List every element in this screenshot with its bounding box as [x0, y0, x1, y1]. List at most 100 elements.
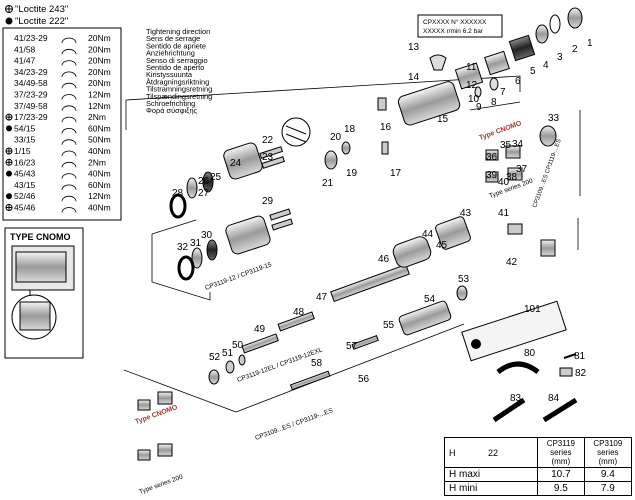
part-number: 13 [408, 42, 420, 53]
part-number: 83 [510, 393, 522, 404]
rotation-arrow-icon [61, 116, 77, 123]
series-label-cp3119-12-15: CP3119-12 / CP3119-15 [204, 261, 273, 292]
rotation-arrow-icon [61, 128, 77, 134]
part-number: 50 [232, 340, 244, 351]
rotation-arrow-icon [61, 71, 77, 77]
part-number: 82 [575, 368, 587, 379]
planetary-gears [169, 141, 351, 281]
part-number: 37 [516, 164, 528, 175]
torque-part: 45/43 [14, 169, 36, 179]
rotation-arrow-icon [61, 48, 77, 55]
part-number: 22 [262, 135, 274, 146]
cell-value: 7.9 [583, 481, 633, 496]
part-number: 6 [515, 76, 521, 87]
torque-value: 2Nm [88, 157, 106, 167]
part-number: 33 [548, 113, 560, 124]
part-number: 17 [390, 168, 402, 179]
part-number: 16 [380, 122, 392, 133]
part-number: 53 [458, 274, 470, 285]
part-number: 14 [408, 72, 420, 83]
dot-icon [6, 170, 12, 177]
nameplate-line2: XXXXX r/min 6.2 bar [423, 28, 484, 35]
series-label-es: CP3109...ES / CP3119-...ES [254, 407, 334, 442]
torque-value: 20Nm [88, 56, 111, 66]
part-101-label [461, 300, 567, 362]
rotation-arrow-icon [61, 207, 77, 213]
torque-part: 33/15 [14, 135, 36, 145]
dot-icon [6, 125, 12, 132]
tools [492, 353, 578, 423]
part-number: 11 [466, 62, 477, 73]
part-number: 43 [460, 208, 472, 219]
tightening-direction-text: Tilspændingsretning [146, 92, 212, 101]
torque-value: 12Nm [88, 191, 111, 201]
part-number: 80 [524, 348, 536, 359]
part-number: 29 [262, 196, 274, 207]
part-number: 55 [383, 320, 395, 331]
row-label: H mini [444, 481, 538, 496]
part-number: 45 [436, 240, 448, 251]
part-number: 49 [254, 324, 266, 335]
part-number: 24 [230, 158, 242, 169]
col-cp3119: CP3119 series (mm) [537, 437, 585, 468]
part-number: 41 [498, 208, 510, 219]
part-number: 30 [201, 230, 213, 241]
torque-value: 60Nm [88, 180, 111, 190]
series-label-es-right: CP3109...ES CP3119-...ES [532, 138, 562, 208]
part-number: 52 [209, 352, 221, 363]
torque-table-box [2, 27, 122, 221]
motor-assembly: CPXXXX N° XXXXXX XXXXX r/min 6.2 bar [397, 7, 583, 126]
torque-part: 52/46 [14, 191, 36, 201]
tightening-direction-text: Tilstramningsretning [146, 85, 212, 94]
part-number: 56 [358, 374, 370, 385]
part-number: 39 [486, 170, 498, 181]
tightening-direction-text: Senso di serraggio [146, 56, 208, 65]
part-number: 31 [190, 238, 202, 249]
part-number: 1 [587, 38, 593, 49]
part-number: 58 [311, 358, 323, 369]
tightening-direction-text: Tightening direction [146, 27, 210, 36]
part-number: 51 [222, 348, 234, 359]
torque-part: 34/49-58 [14, 78, 48, 88]
part-number: 26 [198, 176, 210, 187]
col-cp3109: CP3109 series (mm) [583, 437, 633, 468]
part-number: 57 [346, 341, 358, 352]
nameplate-line1: CPXXXX N° XXXXXX [423, 18, 487, 26]
tightening-direction-text: Sens de serrage [146, 34, 200, 43]
part-16-17 [281, 97, 389, 155]
part-number: 12 [466, 80, 478, 91]
cell-value: 10.7 [537, 467, 585, 482]
dimension-table: H 22 CP3119 series (mm) CP3109 series (m… [444, 437, 633, 496]
loctite-legend: "Loctite 243" "Loctite 222" [5, 4, 68, 27]
tightening-direction-text: Schroefrichting [146, 99, 195, 108]
torque-part: 43/15 [14, 180, 36, 190]
torque-part: 45/46 [14, 203, 36, 213]
torque-part: 41/58 [14, 44, 36, 54]
torque-part: 1/15 [14, 146, 31, 156]
torque-part: 34/23-29 [14, 67, 48, 77]
tightening-direction-text: Sentido de aperto [146, 63, 204, 72]
rotation-arrow-icon [61, 161, 77, 168]
tightening-direction-text: Φορά σύσφιξης [146, 106, 198, 115]
part-number: 47 [316, 292, 328, 303]
part-number: 23 [262, 152, 274, 163]
ref-label: 22 [488, 447, 499, 458]
part-number: 15 [437, 114, 449, 125]
rotation-arrow-icon [61, 184, 77, 190]
rotation-arrow-icon [61, 37, 77, 44]
torque-value: 20Nm [88, 78, 111, 88]
torque-value: 40Nm [88, 203, 111, 213]
torque-part: 37/23-29 [14, 90, 48, 100]
rotation-arrow-icon [61, 173, 77, 179]
loctite-243: "Loctite 243" [15, 4, 68, 15]
part-number-labels: 1234567891011121314151617181920212223242… [172, 38, 593, 404]
row-label: H maxi [444, 467, 538, 482]
torque-value: 20Nm [88, 33, 111, 43]
part-number: 7 [500, 87, 506, 98]
part-number: 84 [548, 393, 560, 404]
part-number: 25 [210, 172, 222, 183]
part-number: 4 [543, 60, 549, 71]
